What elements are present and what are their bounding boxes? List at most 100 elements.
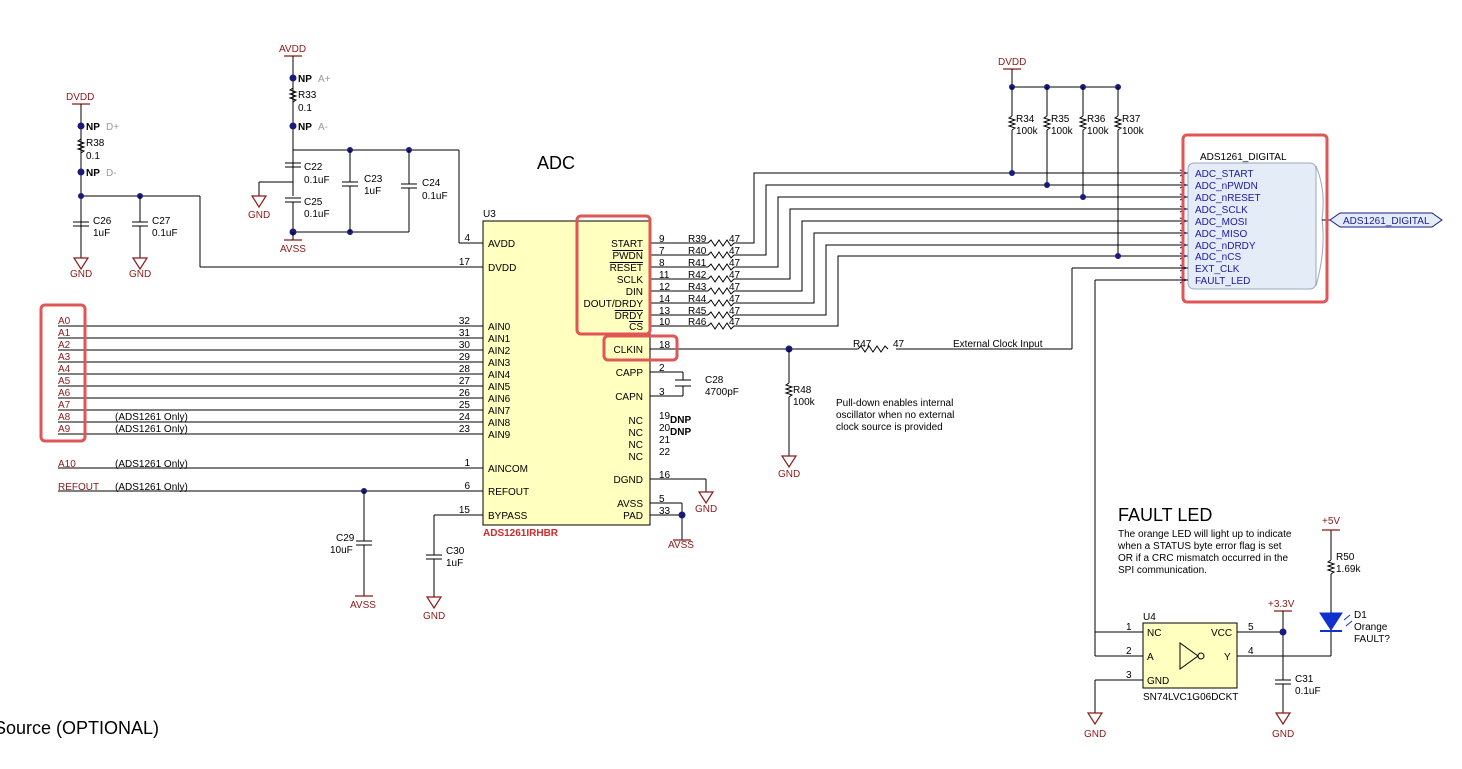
dvdd-section: DVDD NP D+ R38 0.1 NP D- C26 1uF GND C27…: [66, 92, 483, 280]
r33-resistor: [288, 87, 298, 103]
u3-pin-number: 12: [659, 282, 671, 293]
u3-pin-number: 31: [459, 328, 471, 339]
c26-value: 1uF: [93, 228, 110, 239]
u4-pin-name: NC: [1147, 628, 1161, 639]
u4-pin-name: A: [1147, 652, 1154, 663]
digital-net: [734, 255, 1188, 327]
u3-pin-name: REFOUT: [488, 487, 529, 498]
u3-pin-name: AIN4: [488, 370, 511, 381]
bus-signal-label: ADC_nDRDY: [1195, 241, 1256, 252]
u3-pin-number: 23: [459, 424, 471, 435]
u3-pin-name: NC: [629, 416, 643, 427]
gnd-label: GND: [423, 611, 445, 622]
u3-part-number: ADS1261IRHBR: [483, 528, 559, 539]
inverter-triangle: [1179, 642, 1199, 670]
u3-right-support: C28 4700pF DNP DNP GND AVSS: [650, 371, 739, 551]
u3-pin-name: SCLK: [617, 275, 643, 286]
u3-pin-name: DVDD: [488, 263, 516, 274]
digital-net: [734, 184, 1188, 256]
dnp-label: DNP: [670, 427, 691, 438]
u4-pin-num: 4: [1248, 646, 1254, 657]
analog-input-label: A0: [58, 316, 71, 327]
bus-signal-label: FAULT_LED: [1195, 276, 1250, 287]
u3-pin-number: 26: [459, 388, 471, 399]
junction-dot: [289, 74, 297, 82]
fault-led-title: FAULT LED: [1118, 505, 1212, 525]
u3-pin-number: 22: [659, 447, 671, 458]
r33-ref: R33: [298, 90, 317, 101]
avss-label: AVSS: [280, 244, 306, 255]
c31-ref: C31: [1295, 674, 1314, 685]
u4-pin-num: 1: [1126, 622, 1132, 633]
u3-pin-name: NC: [629, 428, 643, 439]
inverter-bubble: [1197, 652, 1205, 660]
digital-net: [734, 232, 1188, 304]
series-resistor-ref: R40: [688, 246, 707, 257]
np-a-minus-pin: A-: [318, 122, 328, 133]
u3-pin-number: 28: [459, 364, 471, 375]
u3-pin-number: 30: [459, 340, 471, 351]
gnd-symbol: [1086, 712, 1104, 726]
a10-note: (ADS1261 Only): [115, 459, 188, 470]
r47-bg: [858, 344, 896, 354]
u3-pin-number: 4: [464, 233, 470, 244]
u3-pin-name: AIN7: [488, 406, 511, 417]
d1-ref: D1: [1354, 610, 1367, 621]
c22-value: 0.1uF: [304, 175, 330, 186]
pullup-resistor: [1078, 115, 1088, 131]
pullup-value: 100k: [1016, 126, 1039, 137]
u3-pin-name: AIN6: [488, 394, 511, 405]
clock-note-line: Pull-down enables internal: [836, 398, 953, 409]
pullup-ref: R35: [1051, 114, 1070, 125]
pullup-resistor: [1113, 115, 1123, 131]
bus-signal-label: ADC_START: [1195, 169, 1254, 180]
series-resistor-ref: R44: [688, 294, 707, 305]
series-resistor: [707, 322, 735, 330]
u3-pin-number: 33: [659, 506, 671, 517]
series-resistor: [707, 299, 735, 307]
clock-section: R47 47 External Clock Input R48 100k GND…: [650, 267, 1188, 480]
pullup-ref: R34: [1016, 114, 1035, 125]
gnd-label: GND: [129, 269, 151, 280]
c24-value: 0.1uF: [422, 191, 448, 202]
u3-pin-name: CAPP: [616, 368, 644, 379]
bus-brace: [1315, 165, 1324, 287]
u3-pin-name: PWDN: [612, 251, 643, 262]
d1-label: FAULT?: [1354, 634, 1390, 645]
u3-ref: U3: [483, 209, 496, 220]
u3-pin-number: 13: [659, 306, 671, 317]
c30-value: 1uF: [446, 558, 463, 569]
u4-body: [1142, 622, 1238, 689]
u4-pin-name: VCC: [1211, 628, 1232, 639]
u3-pin-name: AINCOM: [488, 464, 528, 475]
u3-pin-number: 25: [459, 400, 471, 411]
series-resistor-ref: R42: [688, 270, 707, 281]
pullup-value: 100k: [1087, 126, 1110, 137]
series-resistor: [707, 239, 735, 247]
r50-value: 1.69k: [1336, 564, 1361, 575]
u4-ref: U4: [1143, 612, 1156, 623]
gnd-symbol: [1274, 712, 1292, 726]
dnp-label: DNP: [670, 415, 691, 426]
junction-dot: [77, 168, 85, 176]
series-resistor-ref: R46: [688, 317, 707, 328]
u3-pin-name: CS: [629, 322, 643, 333]
u3-pin-number: 6: [464, 481, 470, 492]
refout-label: REFOUT: [58, 482, 99, 493]
u3-pin-name: BYPASS: [488, 511, 528, 522]
c28-ref: C28: [705, 375, 724, 386]
junction-dot: [1279, 628, 1287, 636]
gnd-label: GND: [695, 504, 717, 515]
junction-dot: [678, 511, 686, 519]
u3-pin-number: 8: [659, 258, 665, 269]
u3-pin-name: AIN2: [488, 346, 511, 357]
u3-pin-number: 16: [659, 470, 671, 481]
avss-label: AVSS: [668, 540, 694, 551]
pullup-resistor: [1042, 115, 1052, 131]
junction-dot: [1044, 182, 1050, 188]
np-a-plus: NP: [298, 74, 312, 85]
external-clock-label: External Clock Input: [953, 339, 1043, 350]
digital-net: [734, 244, 1188, 316]
